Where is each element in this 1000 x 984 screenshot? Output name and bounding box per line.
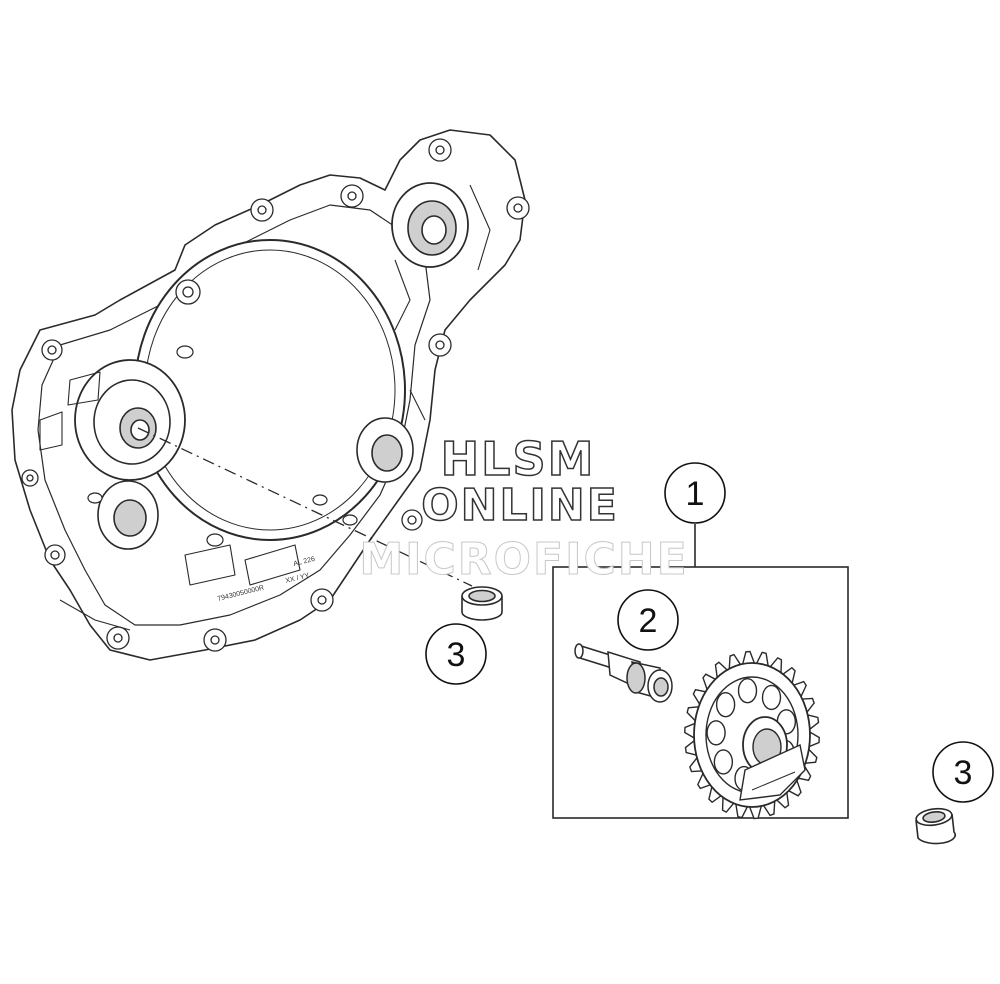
- callout-3-right: 3: [932, 741, 994, 803]
- kick-shaft: [574, 643, 673, 703]
- callout-2-label: 2: [639, 602, 658, 640]
- bushing-left: [461, 586, 503, 621]
- callout-3-left-label: 3: [447, 636, 466, 674]
- bushing-right: [915, 807, 957, 845]
- kit-box: [552, 566, 849, 819]
- watermark-line-2: ONLINE: [420, 479, 619, 532]
- callout-1: 1: [664, 462, 726, 524]
- callout-3-right-label: 3: [954, 754, 973, 792]
- gear-tooth: [741, 650, 756, 665]
- callout-1-label: 1: [686, 475, 705, 513]
- kick-gear: [684, 650, 820, 820]
- callout-3-left: 3: [425, 623, 487, 685]
- watermark-line-3: MICROFICHE: [359, 534, 689, 586]
- gear-hole: [706, 720, 726, 746]
- callout-2: 2: [617, 589, 679, 651]
- gear-tooth: [748, 805, 763, 820]
- engine-cover: [11, 129, 530, 661]
- gear-hole: [713, 749, 734, 775]
- watermark-line-1: HLSM: [440, 431, 596, 487]
- gear-hole: [715, 691, 736, 718]
- gear-hole: [737, 678, 758, 704]
- gear-hole: [761, 684, 782, 711]
